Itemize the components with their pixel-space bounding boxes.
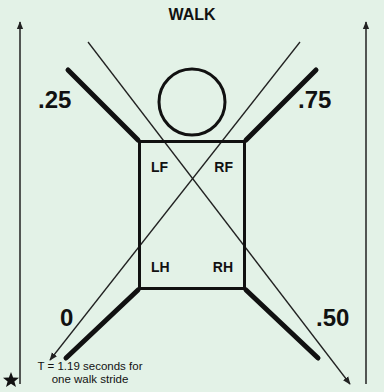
diagonal-arrow [88, 42, 350, 384]
body-box: LF RF LH RH [138, 140, 246, 290]
phase-number: .50 [316, 304, 349, 332]
head-circle [159, 69, 225, 135]
star-symbol [3, 372, 19, 387]
phase-number: 0 [60, 304, 73, 332]
hoof-label: LH [151, 259, 170, 275]
stride-note: T = 1.19 seconds for one walk stride [28, 360, 152, 386]
hoof-label: LF [151, 159, 168, 175]
time-arrow [365, 22, 367, 384]
diagram-title: WALK [168, 6, 215, 24]
hoof-label: RF [214, 159, 233, 175]
leg-line [246, 290, 318, 358]
diagonal-arrow [50, 42, 300, 360]
phase-number: .75 [298, 86, 331, 114]
leg-line [66, 290, 138, 358]
hoof-label: RH [213, 259, 233, 275]
phase-number: .25 [38, 86, 71, 114]
leg-line [68, 70, 138, 140]
time-arrow [19, 22, 21, 384]
